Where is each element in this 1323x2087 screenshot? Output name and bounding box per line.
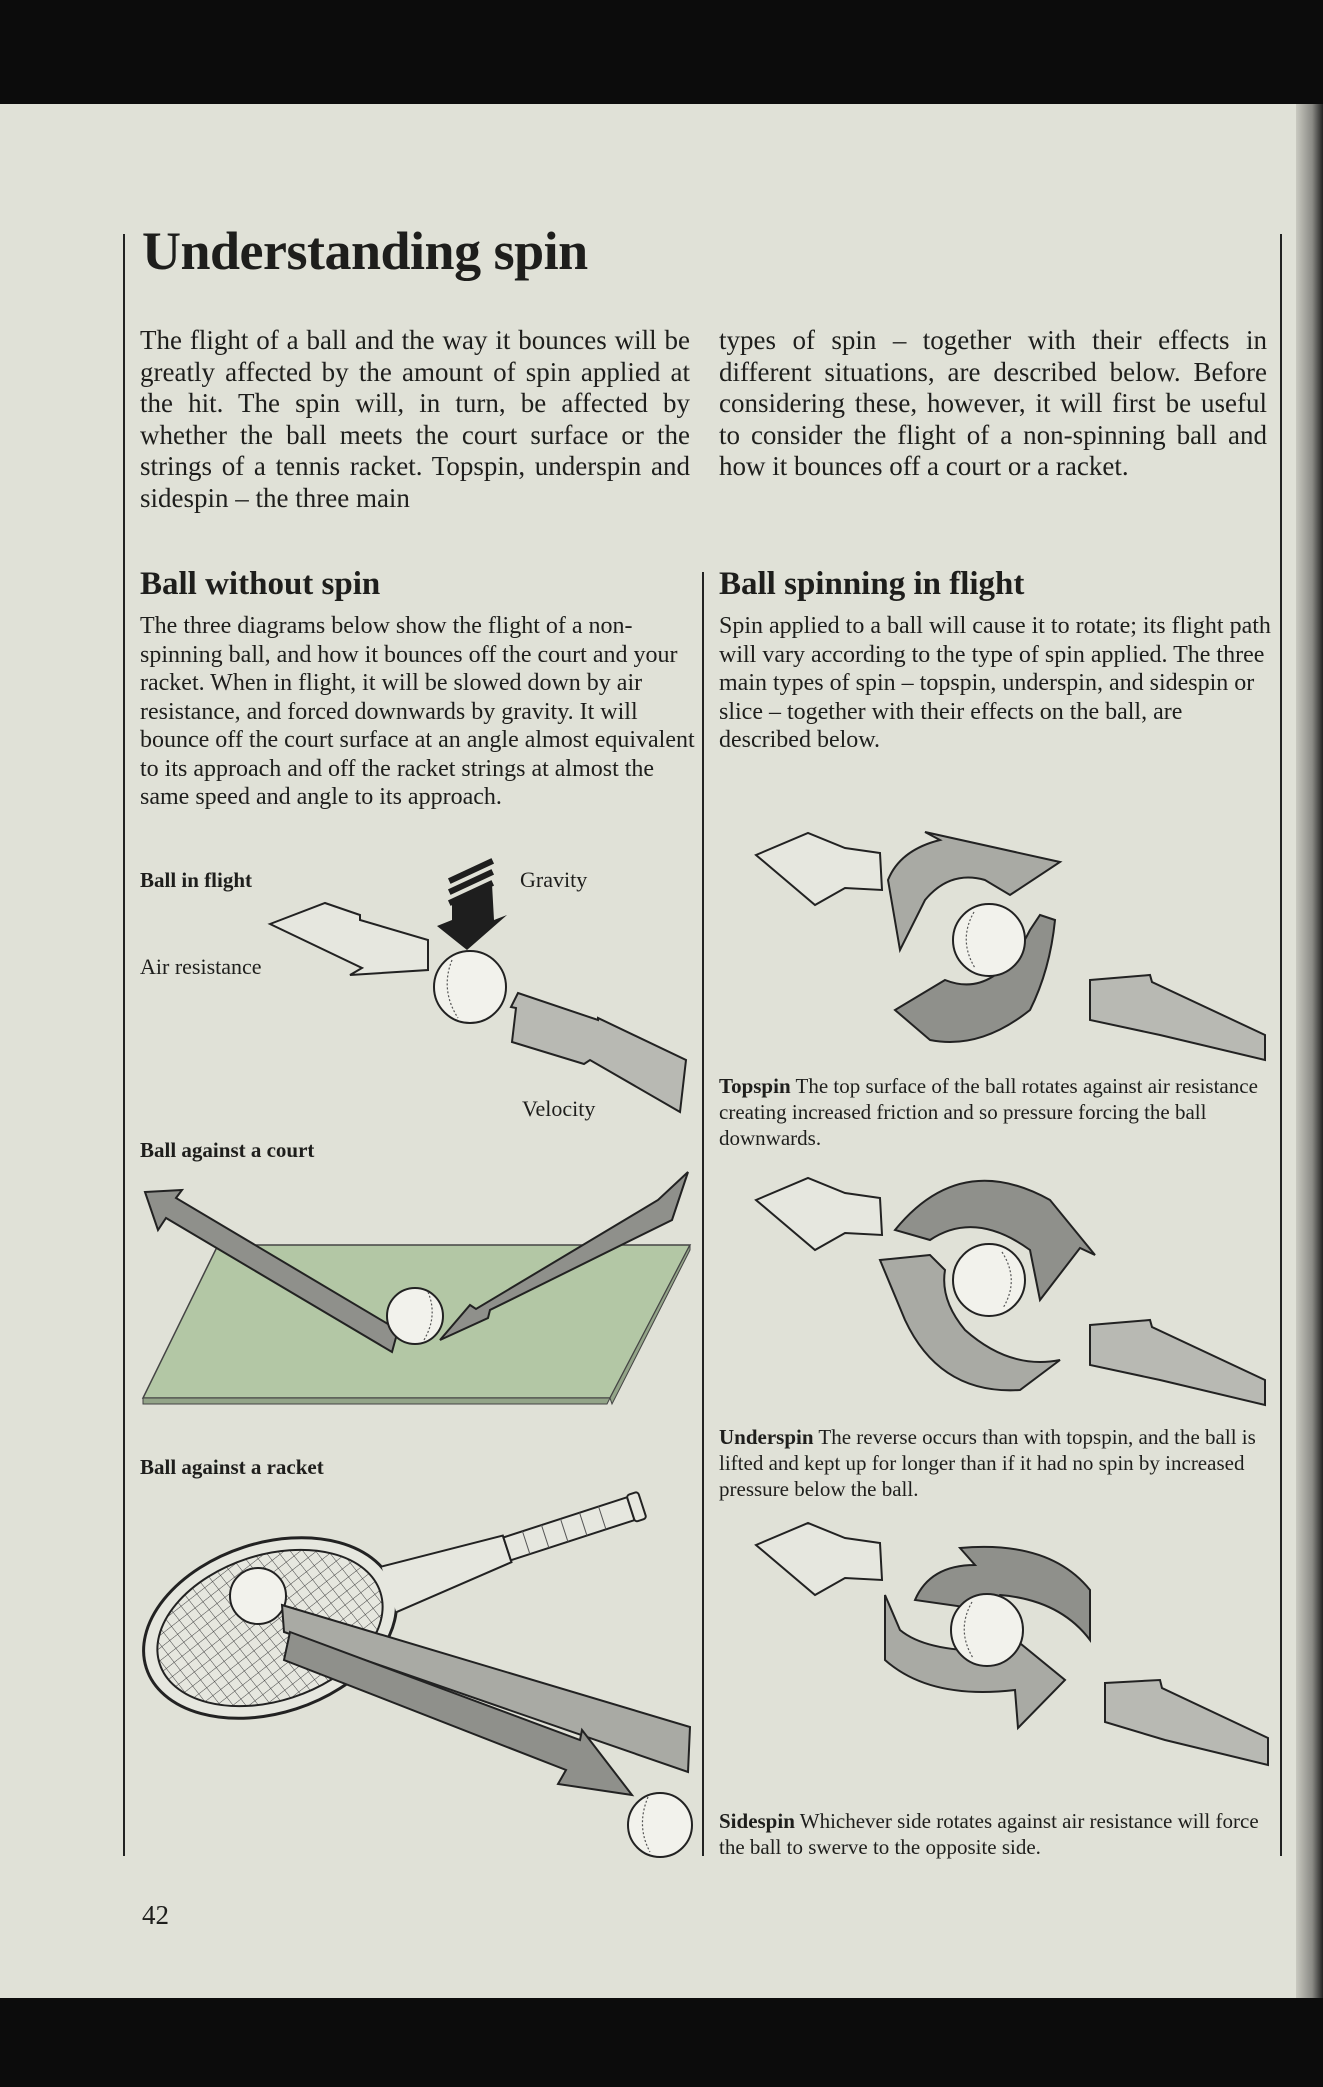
bottom-background [0, 1998, 1323, 2087]
page-title: Understanding spin [142, 221, 588, 281]
label-gravity: Gravity [520, 867, 588, 892]
topspin-rotation-arrow-top [886, 831, 1063, 954]
top-background [0, 0, 1323, 104]
sidespin-air-arrow [754, 1521, 884, 1597]
racket-incoming-arrow [280, 1603, 692, 1774]
racket-outgoing-arrow [282, 1630, 635, 1797]
sidespin-velocity-arrow [1104, 1678, 1269, 1767]
velocity-arrow [509, 991, 688, 1114]
topspin-air-arrow [754, 831, 884, 907]
ball-without-spin-text: The three diagrams below show the flight… [140, 613, 695, 810]
underspin-caption: Underspin The reverse occurs than with t… [719, 1424, 1279, 1502]
underspin-term: Underspin [719, 1425, 814, 1449]
topspin-caption: Topspin The top surface of the ball rota… [719, 1073, 1279, 1151]
underspin-ball [952, 1243, 1026, 1317]
tennis-ball-flight [433, 950, 507, 1024]
page-edge-shadow [1296, 104, 1323, 1998]
underspin-velocity-arrow [1089, 1318, 1266, 1407]
ball-spinning-text: Spin applied to a ball will cause it to … [719, 613, 1271, 753]
page-number: 42 [142, 1900, 169, 1930]
tennis-ball-racket [229, 1567, 287, 1625]
topspin-ball [952, 903, 1026, 977]
intro-left-column: The flight of a ball and the way it boun… [140, 325, 690, 513]
sidespin-term: Sidespin [719, 1809, 795, 1833]
label-ball-against-racket: Ball against a racket [140, 1455, 324, 1479]
court-incoming-arrow [439, 1171, 689, 1341]
label-ball-in-flight: Ball in flight [140, 868, 253, 892]
topspin-velocity-arrow [1089, 973, 1266, 1062]
air-resistance-arrow [267, 901, 429, 976]
left-margin-rule [123, 234, 125, 1856]
sidespin-ball [950, 1593, 1024, 1667]
sidespin-rotation-arrow-top [913, 1545, 1091, 1643]
underspin-rotation-arrow-bottom [878, 1253, 1061, 1392]
label-air-resistance: Air resistance [140, 954, 262, 979]
sidespin-caption: Sidespin Whichever side rotates against … [719, 1808, 1279, 1860]
topspin-term: Topspin [719, 1074, 791, 1098]
label-ball-against-court: Ball against a court [140, 1138, 315, 1162]
heading-ball-without-spin: Ball without spin [140, 566, 381, 602]
court-outgoing-arrow [143, 1188, 400, 1354]
label-velocity: Velocity [522, 1096, 596, 1121]
underspin-rotation-arrow-top [893, 1179, 1096, 1303]
underspin-air-arrow [754, 1176, 884, 1252]
topspin-description: The top surface of the ball rotates agai… [719, 1074, 1258, 1150]
right-margin-rule [1280, 234, 1282, 1856]
gravity-arrow-icon [437, 858, 507, 950]
sidespin-description: Whichever side rotates against air resis… [719, 1809, 1259, 1859]
tennis-ball-court [386, 1287, 444, 1345]
heading-ball-spinning: Ball spinning in flight [719, 566, 1025, 602]
intro-right-column: types of spin – together with their effe… [719, 325, 1267, 481]
center-column-rule [702, 572, 704, 1856]
underspin-description: The reverse occurs than with topspin, an… [719, 1425, 1256, 1501]
